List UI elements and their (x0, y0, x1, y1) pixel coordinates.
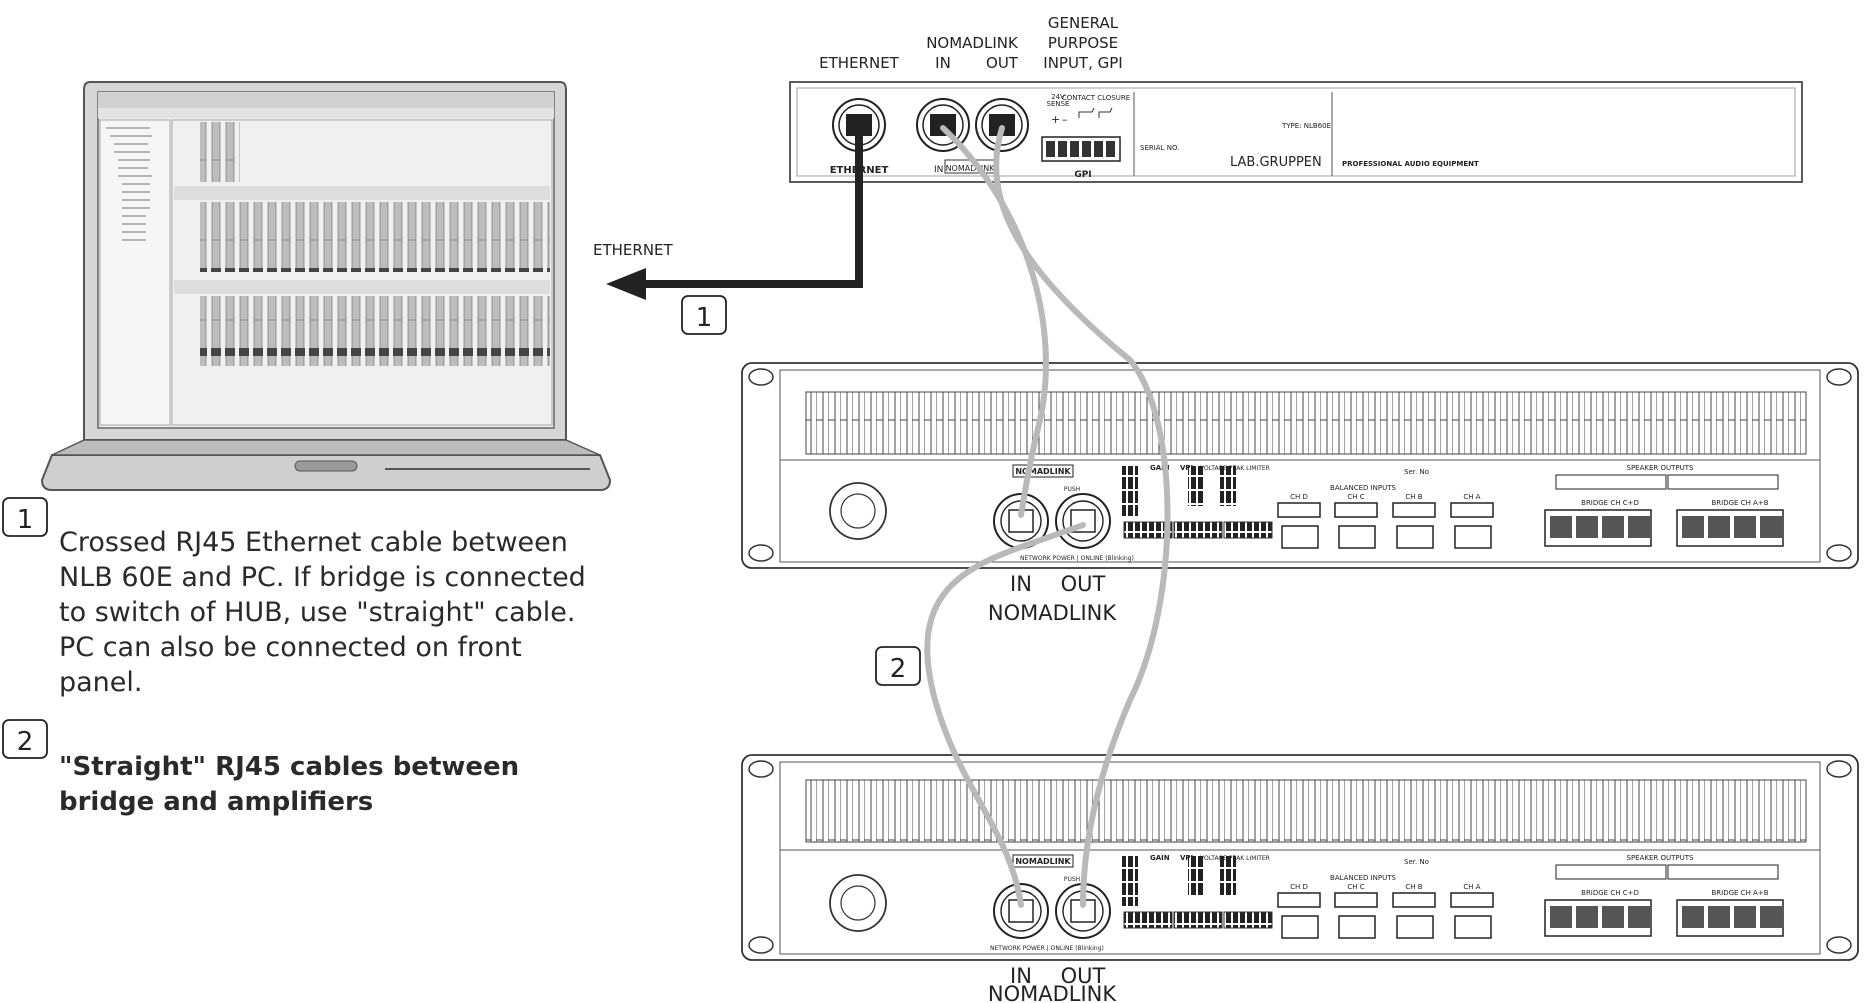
amp1-gain: GAIN (1150, 464, 1170, 472)
amp1-ch-b: CH B (1405, 493, 1422, 501)
amp2-speaker-outputs: SPEAKER OUTPUTS (1627, 854, 1695, 862)
callout-2-box (875, 646, 921, 686)
amp2-gain: GAIN (1150, 854, 1170, 862)
amp1-bridge-cd: BRIDGE CH C+D (1581, 499, 1639, 507)
sense-text: SENSE (1047, 100, 1070, 108)
amp1-ch-a: CH A (1463, 493, 1480, 501)
ethernet-arrow-label: ETHERNET (593, 241, 674, 259)
svg-text:+: + (1051, 113, 1060, 126)
amp1-ch-d: CH D (1290, 493, 1308, 501)
amp2-nomadlink-label: NOMADLINK (988, 982, 1117, 1003)
legend-2-line: bridge and amplifiers (59, 787, 374, 817)
legend-1-line: NLB 60E and PC. If bridge is connected (59, 562, 586, 593)
bridge-ethernet-port (832, 98, 886, 152)
amp2-ch-d: CH D (1290, 883, 1308, 891)
amp2-push: PUSH (1064, 876, 1080, 883)
amp2-nomadlink-mini: NOMADLINK (1015, 857, 1071, 866)
callout-1-box (681, 295, 727, 335)
type-text: TYPE: NLB60E (1281, 122, 1331, 130)
in-top-label: IN (935, 54, 951, 72)
amp1-network-text: NETWORK POWER | ONLINE (Blinking) (1020, 555, 1134, 562)
ethernet-cable: ETHERNET 1 (593, 132, 863, 335)
amp2-network-text: NETWORK POWER | ONLINE (Blinking) (990, 945, 1104, 952)
amp1-speaker-outputs: SPEAKER OUTPUTS (1627, 464, 1695, 472)
legend-2-number: 2 (17, 727, 34, 757)
laptop-base (40, 454, 612, 491)
brand-text: LAB.GRUPPEN (1230, 155, 1322, 170)
contact-closure-text: CONTACT CLOSURE (1062, 94, 1130, 102)
amp1-ch-c: CH C (1347, 493, 1364, 501)
gpi-title-line2: PURPOSE (1048, 34, 1118, 52)
ethernet-top-label: ETHERNET (819, 54, 900, 72)
gpi-text: GPI (1074, 170, 1091, 180)
legend-item-1-text: Crossed RJ45 Ethernet cable between NLB … (59, 525, 599, 700)
nomadlink-top-label: NOMADLINK (926, 34, 1019, 52)
amp2-labels: IN OUT NOMADLINK (988, 964, 1117, 1003)
svg-text:–: – (1062, 113, 1068, 126)
gpi-title-line1: GENERAL (1048, 14, 1119, 32)
laptop (40, 81, 612, 491)
amp2-out-label: OUT (1061, 964, 1106, 988)
legend-1-number: 1 (17, 505, 34, 535)
out-top-label: OUT (986, 54, 1019, 72)
amp2-bridge-ab: BRIDGE CH A+B (1711, 889, 1768, 897)
tagline-text: PROFESSIONAL AUDIO EQUIPMENT (1342, 160, 1479, 168)
amp2-ser-no: Ser. No (1404, 858, 1429, 866)
bridge-in-text: IN (934, 165, 943, 175)
amp1-bridge-ab: BRIDGE CH A+B (1711, 499, 1768, 507)
amp1-balanced-inputs: BALANCED INPUTS (1330, 484, 1397, 492)
legend-2-box (2, 719, 48, 759)
bridge-nlb60e: + – ETHERNET IN NOMADLINK GPI 24V SENSE … (789, 81, 1803, 183)
legend-1-box (2, 497, 48, 537)
amp2-vpl-full: VOLTAGE PEAK LIMITER (1200, 855, 1270, 862)
channel-faders-top (200, 202, 550, 272)
amp1-nomadlink-mini: NOMADLINK (1015, 467, 1071, 476)
app-tree-pane (99, 119, 171, 426)
legend-item-2-text: "Straight" RJ45 cables between bridge an… (59, 750, 579, 820)
amplifier-top: NOMADLINK PUSH GAIN VPL VOLTAGE PEAK LIM… (741, 362, 1859, 569)
amp2-ch-c: CH C (1347, 883, 1364, 891)
amp1-in-label: IN (1010, 572, 1032, 596)
bridge-nomadlink-text: NOMADLINK (946, 164, 996, 173)
amp2-balanced-inputs: BALANCED INPUTS (1330, 874, 1397, 882)
gpi-title-line3: INPUT, GPI (1043, 54, 1122, 72)
legend-1-line: to switch of HUB, use "straight" cable. (59, 597, 576, 628)
amplifier-bottom: NOMADLINK PUSH GAIN VPL VOLTAGE PEAK LIM… (741, 754, 1859, 961)
gpi-terminal: + – (1041, 107, 1121, 162)
bridge-nomadlink-out-port (975, 98, 1029, 152)
amp1-push: PUSH (1064, 486, 1080, 493)
channel-faders-bottom (200, 296, 550, 366)
callout-2-number: 2 (890, 654, 907, 684)
legend-1-line: Crossed RJ45 Ethernet cable between (59, 527, 568, 558)
amp1-out-label: OUT (1061, 572, 1106, 596)
amp1-ser-no: Ser. No (1404, 468, 1429, 476)
amp1-vpl: VPL (1180, 464, 1196, 472)
amp1-nomadlink-label: NOMADLINK (988, 601, 1117, 625)
top-labels: ETHERNET NOMADLINK IN OUT GENERAL PURPOS… (819, 14, 1123, 72)
nomadlink-cables (924, 125, 1171, 908)
amp2-ch-a: CH A (1463, 883, 1480, 891)
amp1-labels: IN OUT NOMADLINK (988, 572, 1117, 625)
amp2-vpl: VPL (1180, 854, 1196, 862)
trackpad (294, 460, 358, 472)
amp2-bridge-cd: BRIDGE CH C+D (1581, 889, 1639, 897)
legend-2-line: "Straight" RJ45 cables between (59, 752, 520, 782)
amp2-ch-b: CH B (1405, 883, 1422, 891)
amp1-vpl-full: VOLTAGE PEAK LIMITER (1200, 465, 1270, 472)
legend-1-line: PC can also be connected on front panel. (59, 632, 522, 698)
v24-text: 24V (1051, 93, 1065, 101)
amp2-in-label: IN (1010, 964, 1032, 988)
serial-text: SERIAL NO. (1140, 144, 1179, 152)
callout-1-number: 1 (696, 303, 713, 333)
